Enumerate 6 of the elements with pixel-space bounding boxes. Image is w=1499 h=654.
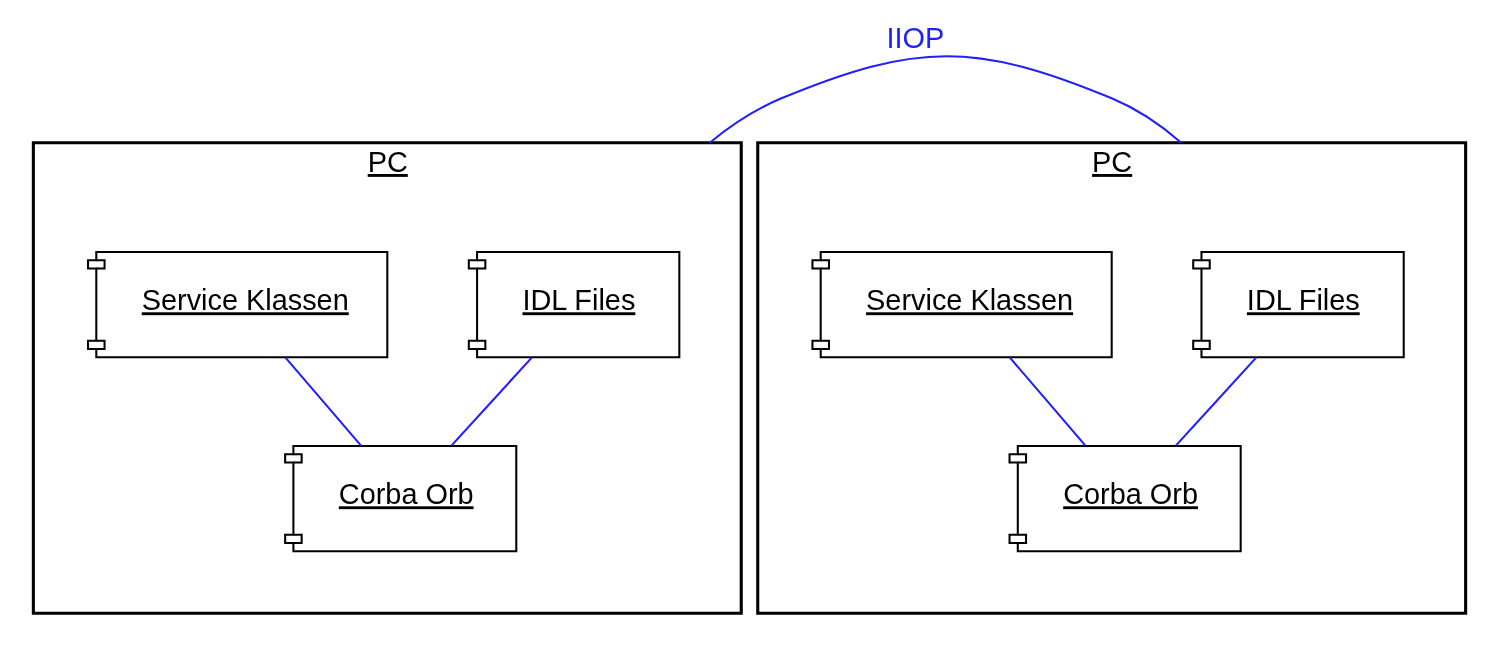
connector [450,356,533,446]
connector [709,54,1182,143]
edge-label: IIOP [886,21,945,54]
connector [1175,356,1257,446]
connector [1009,356,1087,446]
connector [284,356,362,446]
